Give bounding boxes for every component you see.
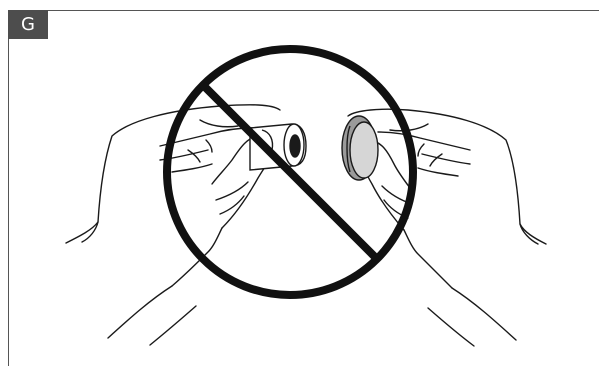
- round-disc-cap-icon: [342, 116, 378, 180]
- prohibited-sign-icon: [167, 49, 413, 295]
